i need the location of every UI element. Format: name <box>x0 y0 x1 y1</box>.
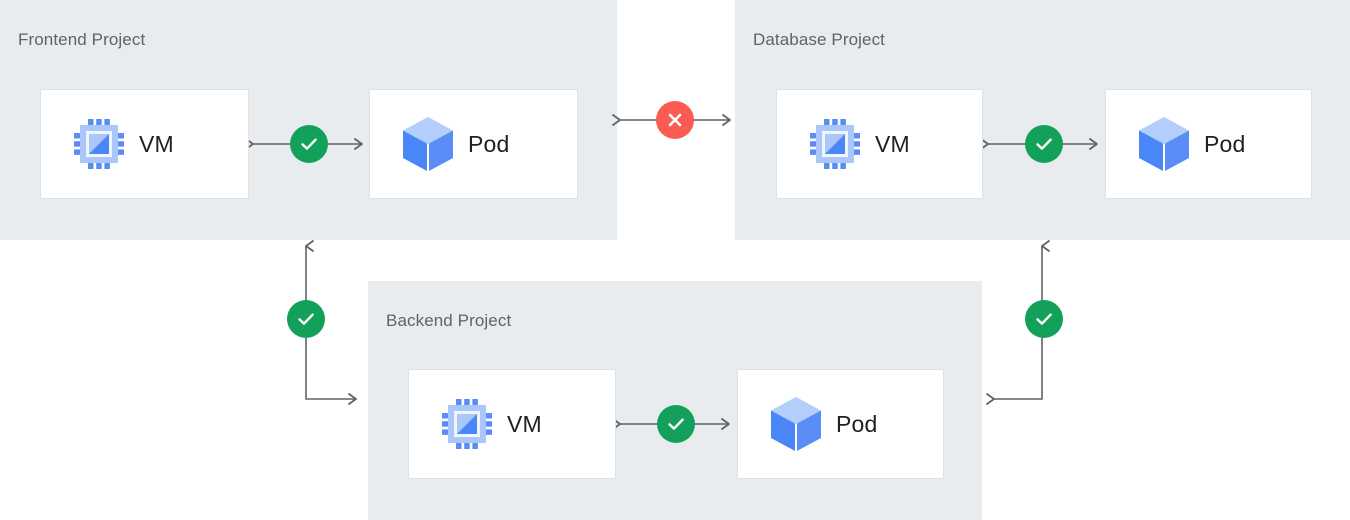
panel-title-backend: Backend Project <box>386 311 512 330</box>
card-backend-vm[interactable]: VM <box>408 369 616 479</box>
card-label: VM <box>139 130 174 157</box>
panel-title-frontend: Frontend Project <box>18 30 146 49</box>
pod-cube-icon <box>770 396 822 452</box>
check-icon <box>301 138 317 150</box>
card-label: Pod <box>836 410 878 437</box>
card-label: VM <box>507 410 542 437</box>
card-database-vm[interactable]: VM <box>776 89 983 199</box>
status-badge-blocked-frontend-database[interactable] <box>656 101 694 139</box>
card-label: Pod <box>468 130 510 157</box>
card-backend-pod[interactable]: Pod <box>737 369 944 479</box>
status-badge-ok-frontend-internal[interactable] <box>290 125 328 163</box>
status-badge-ok-database-backend[interactable] <box>1025 300 1063 338</box>
status-badge-ok-backend-internal[interactable] <box>657 405 695 443</box>
card-frontend-pod[interactable]: Pod <box>369 89 578 199</box>
check-icon <box>1036 313 1052 325</box>
vm-cpu-icon <box>441 398 493 450</box>
card-label: Pod <box>1204 130 1246 157</box>
panel-title-database: Database Project <box>753 30 886 49</box>
vm-cpu-icon <box>809 118 861 170</box>
x-icon <box>668 113 682 127</box>
status-badge-ok-database-internal[interactable] <box>1025 125 1063 163</box>
check-icon <box>298 313 314 325</box>
check-icon <box>668 418 684 430</box>
status-badge-ok-frontend-backend[interactable] <box>287 300 325 338</box>
card-frontend-vm[interactable]: VM <box>40 89 249 199</box>
card-label: VM <box>875 130 910 157</box>
pod-cube-icon <box>402 116 454 172</box>
card-database-pod[interactable]: Pod <box>1105 89 1312 199</box>
check-icon <box>1036 138 1052 150</box>
vm-cpu-icon <box>73 118 125 170</box>
pod-cube-icon <box>1138 116 1190 172</box>
